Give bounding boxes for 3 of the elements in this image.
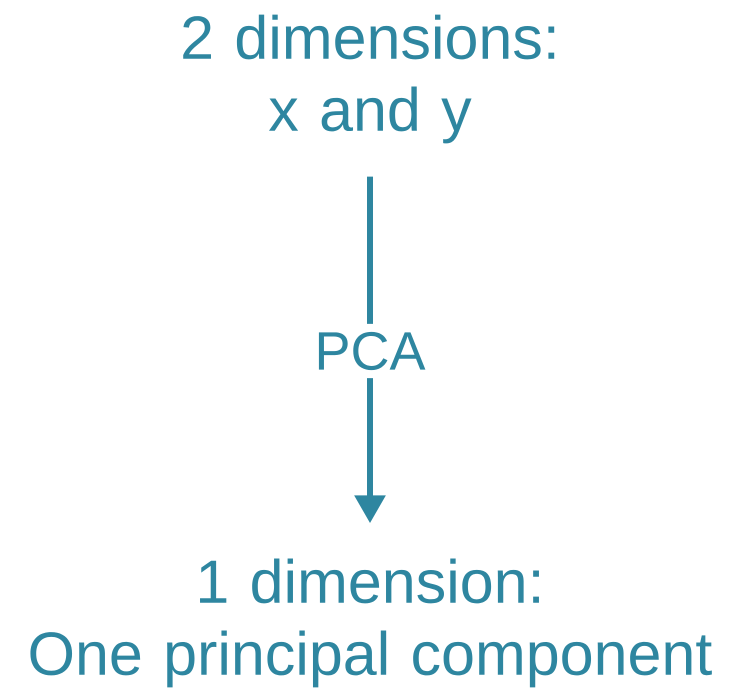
text-label: 1 dimension: One principal component xyxy=(30,558,712,688)
text-label: 2 dimensions: x and y xyxy=(183,14,554,144)
edge-label: PCA xyxy=(306,324,434,378)
